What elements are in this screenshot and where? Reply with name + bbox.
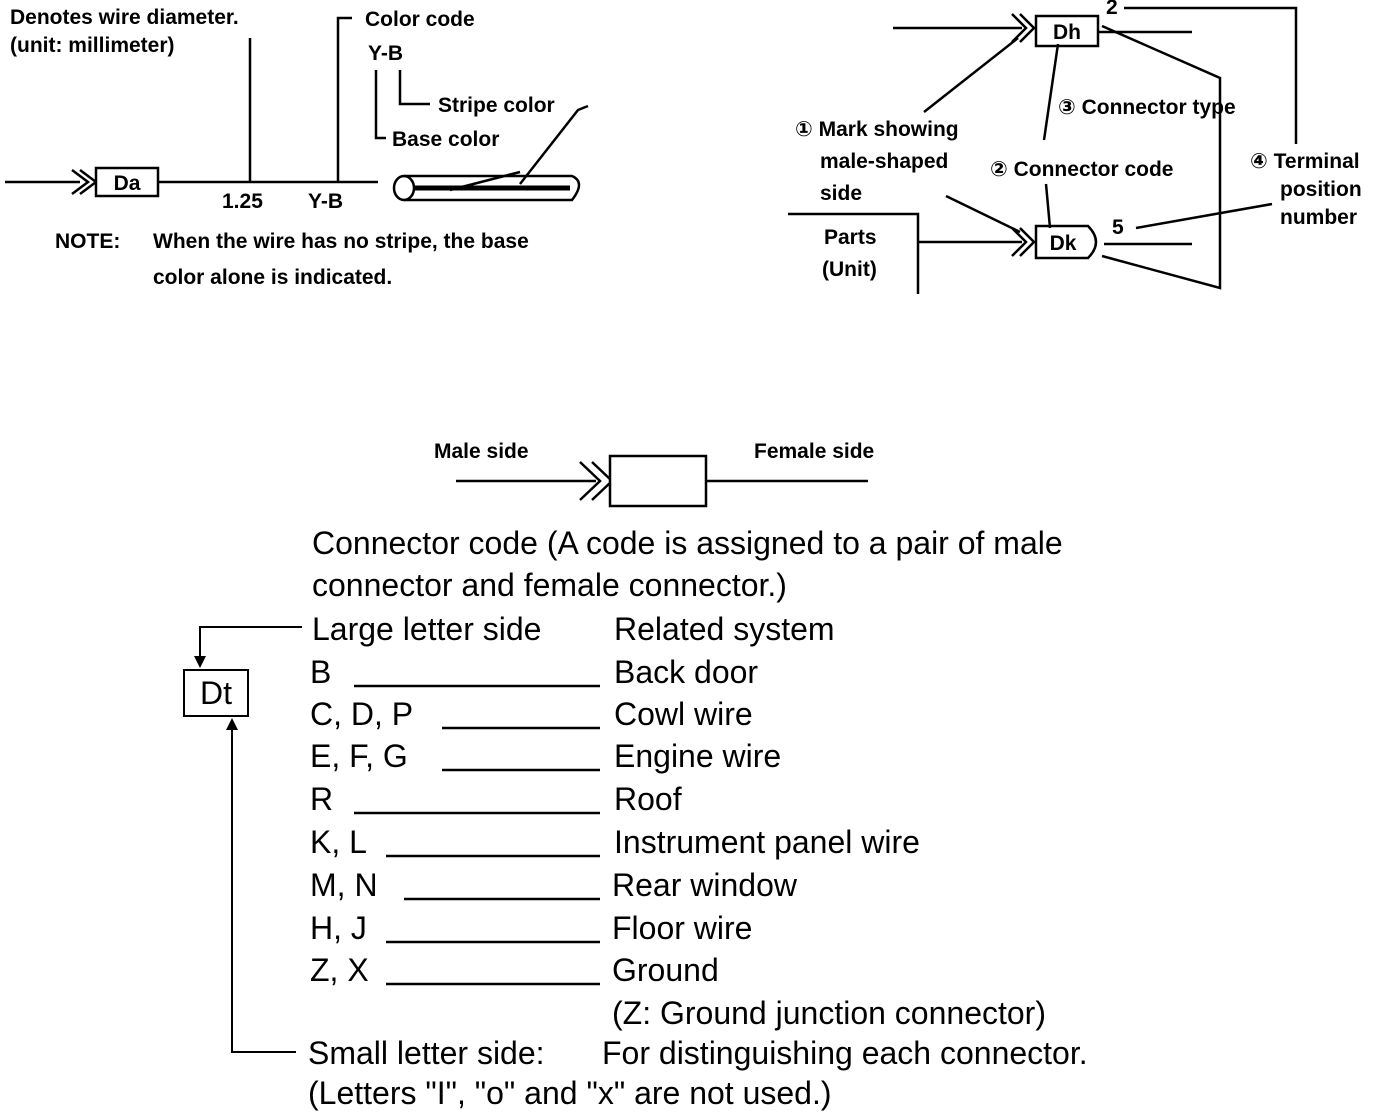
row-system: Rear window [612,867,798,903]
wire-cylinder-icon [404,174,581,202]
row-letters: Z, X [310,952,369,988]
dk-male-mark-icon [1011,227,1036,257]
male-side-label: Male side [434,440,529,463]
callout-3-label: ③ Connector type [1058,96,1236,119]
terminal-number-2: 2 [1106,0,1118,19]
callout-1-line-1: ① Mark showing [795,118,959,141]
wire-cylinder-end [392,174,416,202]
row-system: Back door [614,654,758,690]
row-system: Instrument panel wire [614,824,920,860]
small-letter-label: Small letter side: [308,1035,545,1071]
row-letters: R [310,781,333,817]
male-mark-leader-up [923,37,1019,113]
row-system: Floor wire [612,910,752,946]
callout-1-line-3: side [820,182,862,205]
color-code-value: Y-B [368,42,403,65]
color-code-label: Color code [365,8,475,31]
terminal-position-bracket [1124,6,1298,144]
small-letter-description: For distinguishing each connector. [602,1035,1088,1071]
callout-4-line-2: position [1280,178,1362,201]
connector-code-leader-up [1042,43,1060,141]
connector-code-description-1: Connector code (A code is assigned to a … [312,525,1063,561]
connector-pair-box [608,454,708,508]
parts-bracket-line [788,212,920,294]
connector-code-dh: Dh [1053,21,1081,44]
parts-label-line-2: (Unit) [822,258,877,281]
table-row: B Back door [310,654,758,690]
callout-4-line-3: number [1280,206,1357,229]
ground-note: (Z: Ground junction connector) [612,995,1046,1031]
row-system: Ground [612,952,719,988]
callout-2-label: ② Connector code [990,158,1173,181]
color-code-leader-line [336,16,352,182]
table-row: C, D, P Cowl wire [310,696,753,732]
male-mark-leader-down [945,194,1021,234]
diameter-unit: (unit: millimeter) [10,34,175,57]
callout-1-line-2: male-shaped [820,150,948,173]
diameter-label: Denotes wire diameter. [10,6,239,29]
connector-code-table: Connector code (A code is assigned to a … [183,525,1088,1111]
table-row: M, N Rear window [310,867,798,903]
male-female-diagram: Male side Female side [434,440,874,508]
callout-4-line-1: ④ Terminal [1250,150,1360,173]
wire-legend: Denotes wire diameter. (unit: millimeter… [5,6,589,289]
connector-callout-diagram: Dh 2 Dk 5 ① Mark showing male-shaped sid… [788,0,1362,294]
female-side-label: Female side [754,440,874,463]
color-value: Y-B [308,190,343,213]
large-letter-arrow-icon [194,656,206,668]
row-letters: M, N [310,867,378,903]
diameter-value: 1.25 [222,190,263,213]
dh-male-mark-icon [1011,13,1036,43]
note-line-2: color alone is indicated. [153,266,392,289]
connector-code-da: Da [114,172,141,195]
row-letters: K, L [310,824,367,860]
note-label: NOTE: [55,230,120,253]
connector-code-leader-down [1044,183,1052,229]
base-color-bracket [374,70,386,140]
terminal-number-5: 5 [1112,216,1124,239]
large-letter-header: Large letter side [312,611,541,647]
related-system-header: Related system [614,611,835,647]
connector-type-bracket [1101,24,1222,290]
connector-code-description-2: connector and female connector.) [312,567,787,603]
connector-code-dk: Dk [1050,232,1077,255]
row-letters: H, J [310,910,367,946]
small-letter-arrow-icon [226,718,238,730]
row-letters: C, D, P [310,696,413,732]
row-letters: E, F, G [310,738,408,774]
row-letters: B [310,654,331,690]
table-row: H, J Floor wire [310,910,752,946]
row-system: Cowl wire [614,696,753,732]
connector-box-dk [1034,224,1098,260]
table-row: K, L Instrument panel wire [310,824,920,860]
table-row: R Roof [310,781,682,817]
row-system: Roof [614,781,682,817]
table-row: Z, X Ground [310,952,719,988]
table-row: E, F, G Engine wire [310,738,781,774]
example-code: Dt [200,675,232,711]
letters-not-used-note: (Letters "I", "o" and "x" are not used.) [308,1075,832,1111]
terminal-position-leader [1135,202,1273,230]
small-letter-arrow-line [231,724,296,1053]
large-letter-arrow-line [199,626,302,664]
stripe-color-label: Stripe color [438,94,555,117]
stripe-color-bracket [398,70,430,106]
note-line-1: When the wire has no stripe, the base [153,230,529,253]
example-code-box [183,669,249,717]
base-color-label: Base color [392,128,499,151]
row-system: Engine wire [614,738,781,774]
wire-pointer-line [519,104,589,185]
parts-label-line-1: Parts [824,226,877,249]
